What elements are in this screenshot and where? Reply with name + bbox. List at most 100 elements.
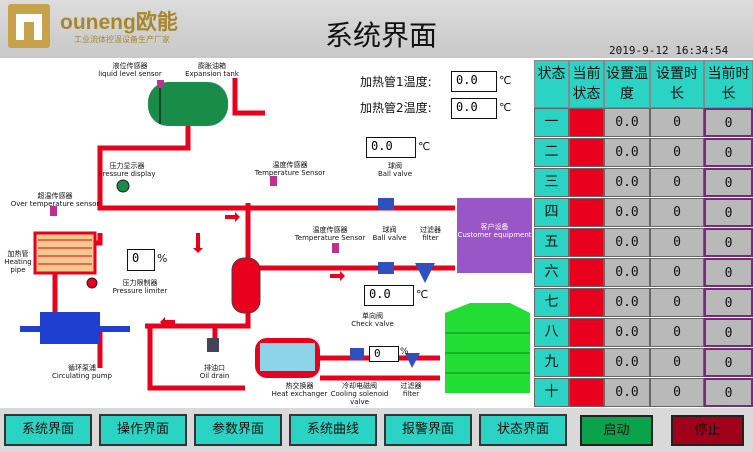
start-button[interactable]: 启动	[580, 415, 653, 446]
row-current-duration: 0	[704, 378, 753, 407]
logo-icon	[8, 4, 50, 48]
row-number: 一	[534, 108, 569, 137]
heater2-unit: ℃	[499, 101, 512, 114]
supply-temp-unit: ℃	[416, 288, 429, 301]
grid-header-4: 当前时长	[704, 60, 753, 108]
row-set-temperature[interactable]: 0.0	[604, 108, 650, 137]
row-set-duration[interactable]: 0	[650, 138, 704, 167]
row-set-duration[interactable]: 0	[650, 168, 704, 197]
row-set-temperature[interactable]: 0.0	[604, 138, 650, 167]
row-status-indicator	[569, 288, 604, 317]
row-current-duration: 0	[704, 348, 753, 377]
row-set-duration[interactable]: 0	[650, 348, 704, 377]
row-number: 十	[534, 378, 569, 407]
brand-name: ouneng欧能	[60, 11, 178, 34]
row-set-temperature[interactable]: 0.0	[604, 258, 650, 287]
row-status-indicator	[569, 258, 604, 287]
row-status-indicator	[569, 108, 604, 137]
row-set-duration[interactable]: 0	[650, 228, 704, 257]
heater2-temp-value: 0.0	[451, 98, 497, 119]
row-current-duration: 0	[704, 108, 753, 137]
row-current-duration: 0	[704, 318, 753, 347]
row-set-duration[interactable]: 0	[650, 198, 704, 227]
row-set-temperature[interactable]: 0.0	[604, 378, 650, 407]
row-status-indicator	[569, 138, 604, 167]
nav-status-button[interactable]: 状态界面	[479, 414, 567, 446]
return-temp-unit: ℃	[418, 140, 431, 153]
row-set-duration[interactable]: 0	[650, 318, 704, 347]
row-set-duration[interactable]: 0	[650, 108, 704, 137]
nav-system-button[interactable]: 系统界面	[4, 414, 92, 446]
row-current-duration: 0	[704, 198, 753, 227]
nav-operation-button[interactable]: 操作界面	[99, 414, 187, 446]
row-number: 九	[534, 348, 569, 377]
heater1-unit: ℃	[499, 74, 512, 87]
brand-tagline: 工业流体控温设备生产厂家	[74, 35, 170, 44]
row-status-indicator	[569, 318, 604, 347]
heating-output-value: 0	[127, 249, 155, 271]
grid-header-0: 状态	[534, 60, 569, 108]
row-number: 八	[534, 318, 569, 347]
row-status-indicator	[569, 378, 604, 407]
row-number: 二	[534, 138, 569, 167]
row-set-temperature[interactable]: 0.0	[604, 318, 650, 347]
row-set-temperature[interactable]: 0.0	[604, 288, 650, 317]
row-number: 六	[534, 258, 569, 287]
page-title: 系统界面	[325, 19, 438, 52]
row-status-indicator	[569, 228, 604, 257]
cooling-output-unit: %	[400, 347, 409, 357]
row-number: 七	[534, 288, 569, 317]
heater1-temp-value: 0.0	[451, 71, 497, 92]
cooling-output-value: 0	[369, 346, 399, 362]
grid-header-1: 当前状态	[569, 60, 604, 108]
row-current-duration: 0	[704, 228, 753, 257]
row-status-indicator	[569, 168, 604, 197]
grid-header-3: 设置时长	[650, 60, 704, 108]
supply-temp-value: 0.0	[364, 285, 414, 306]
row-current-duration: 0	[704, 258, 753, 287]
row-number: 三	[534, 168, 569, 197]
row-status-indicator	[569, 348, 604, 377]
nav-alarm-button[interactable]: 报警界面	[384, 414, 472, 446]
row-status-indicator	[569, 198, 604, 227]
row-number: 五	[534, 228, 569, 257]
row-set-duration[interactable]: 0	[650, 258, 704, 287]
row-set-temperature[interactable]: 0.0	[604, 198, 650, 227]
row-number: 四	[534, 198, 569, 227]
row-current-duration: 0	[704, 138, 753, 167]
grid-header-2: 设置温度	[604, 60, 650, 108]
row-set-duration[interactable]: 0	[650, 288, 704, 317]
return-temp-value: 0.0	[366, 137, 416, 158]
title-bar: ouneng欧能 工业流体控温设备生产厂家 系统界面 2019-9-12 16:…	[0, 0, 753, 58]
datetime-display: 2019-9-12 16:34:54	[609, 44, 729, 57]
stop-button[interactable]: 停止	[671, 415, 744, 446]
heating-output-unit: %	[157, 252, 168, 265]
nav-curve-button[interactable]: 系统曲线	[289, 414, 377, 446]
row-current-duration: 0	[704, 288, 753, 317]
row-set-duration[interactable]: 0	[650, 378, 704, 407]
row-set-temperature[interactable]: 0.0	[604, 348, 650, 377]
row-set-temperature[interactable]: 0.0	[604, 228, 650, 257]
heater2-temp-label: 加热管2温度:	[360, 101, 432, 115]
nav-parameter-button[interactable]: 参数界面	[194, 414, 282, 446]
row-set-temperature[interactable]: 0.0	[604, 168, 650, 197]
